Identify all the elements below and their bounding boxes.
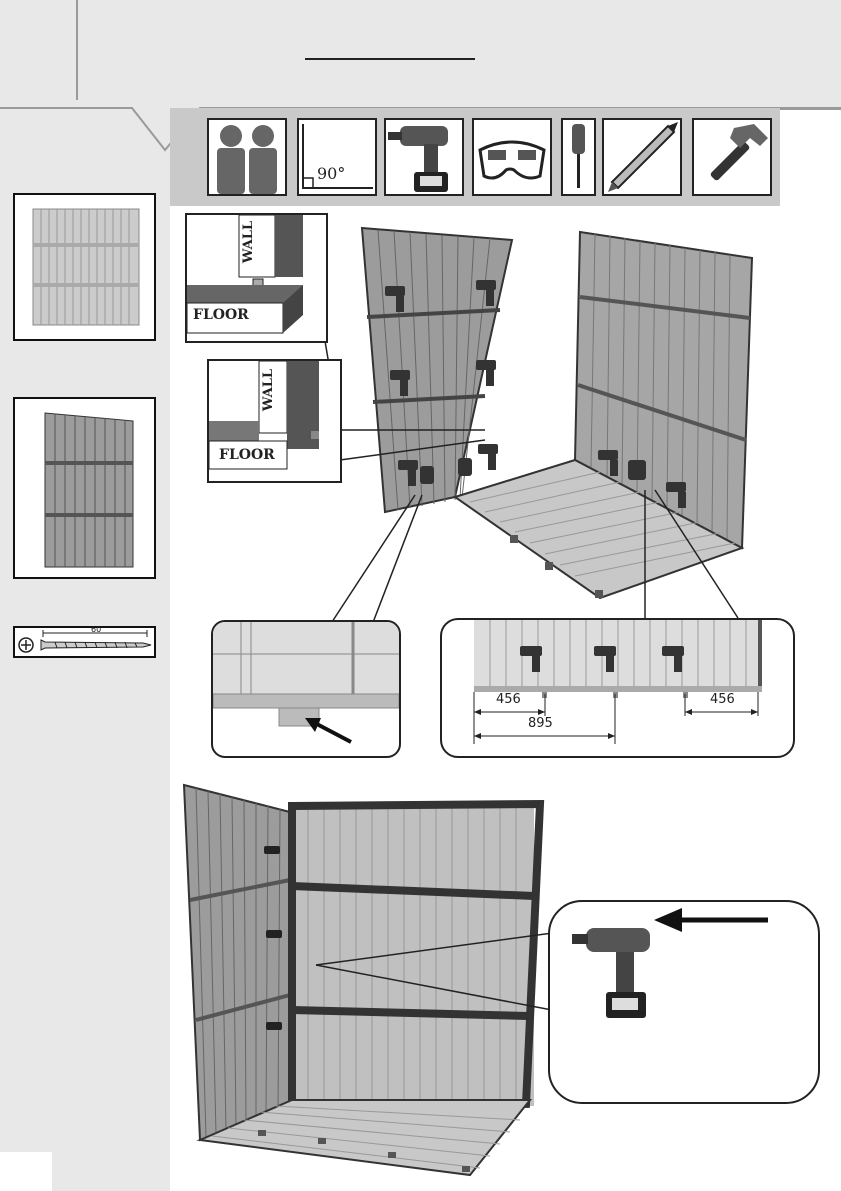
detail-screw-positions: 456 895 456 <box>440 618 795 758</box>
drill-callout <box>548 900 820 1104</box>
hammer-icon <box>692 118 772 196</box>
page-header <box>0 0 841 110</box>
dimension-middle: 895 <box>528 716 553 731</box>
angle-label: 90° <box>317 164 345 183</box>
detail-wall-on-floor-top: WALL FLOOR <box>185 213 328 343</box>
dimension-right: 456 <box>710 692 735 707</box>
detail-corner-joint <box>211 620 401 758</box>
set-square-icon: 90° <box>297 118 377 196</box>
detail-wall-on-floor-bottom: WALL FLOOR <box>207 359 342 483</box>
floor-label-bottom: FLOOR <box>219 447 275 463</box>
part-screw: 60 <box>13 626 156 658</box>
wall-label-bottom: WALL <box>261 369 276 411</box>
tools-strip: 90° <box>170 108 780 206</box>
wall-label-top: WALL <box>241 221 256 263</box>
part-side-wall-thumbnail <box>13 397 156 579</box>
title-underline <box>305 58 475 60</box>
cordless-drill-icon <box>384 118 464 196</box>
part-back-wall-thumbnail <box>13 193 156 341</box>
header-tab <box>0 0 78 108</box>
dimension-left: 456 <box>496 692 521 707</box>
pencil-icon <box>602 118 682 196</box>
screwdriver-icon <box>561 118 596 196</box>
floor-label-top: FLOOR <box>193 307 249 323</box>
page-number-box <box>0 1152 52 1191</box>
safety-goggles-icon <box>472 118 552 196</box>
two-persons-icon <box>207 118 287 196</box>
screw-length-label: 60 <box>91 625 101 634</box>
